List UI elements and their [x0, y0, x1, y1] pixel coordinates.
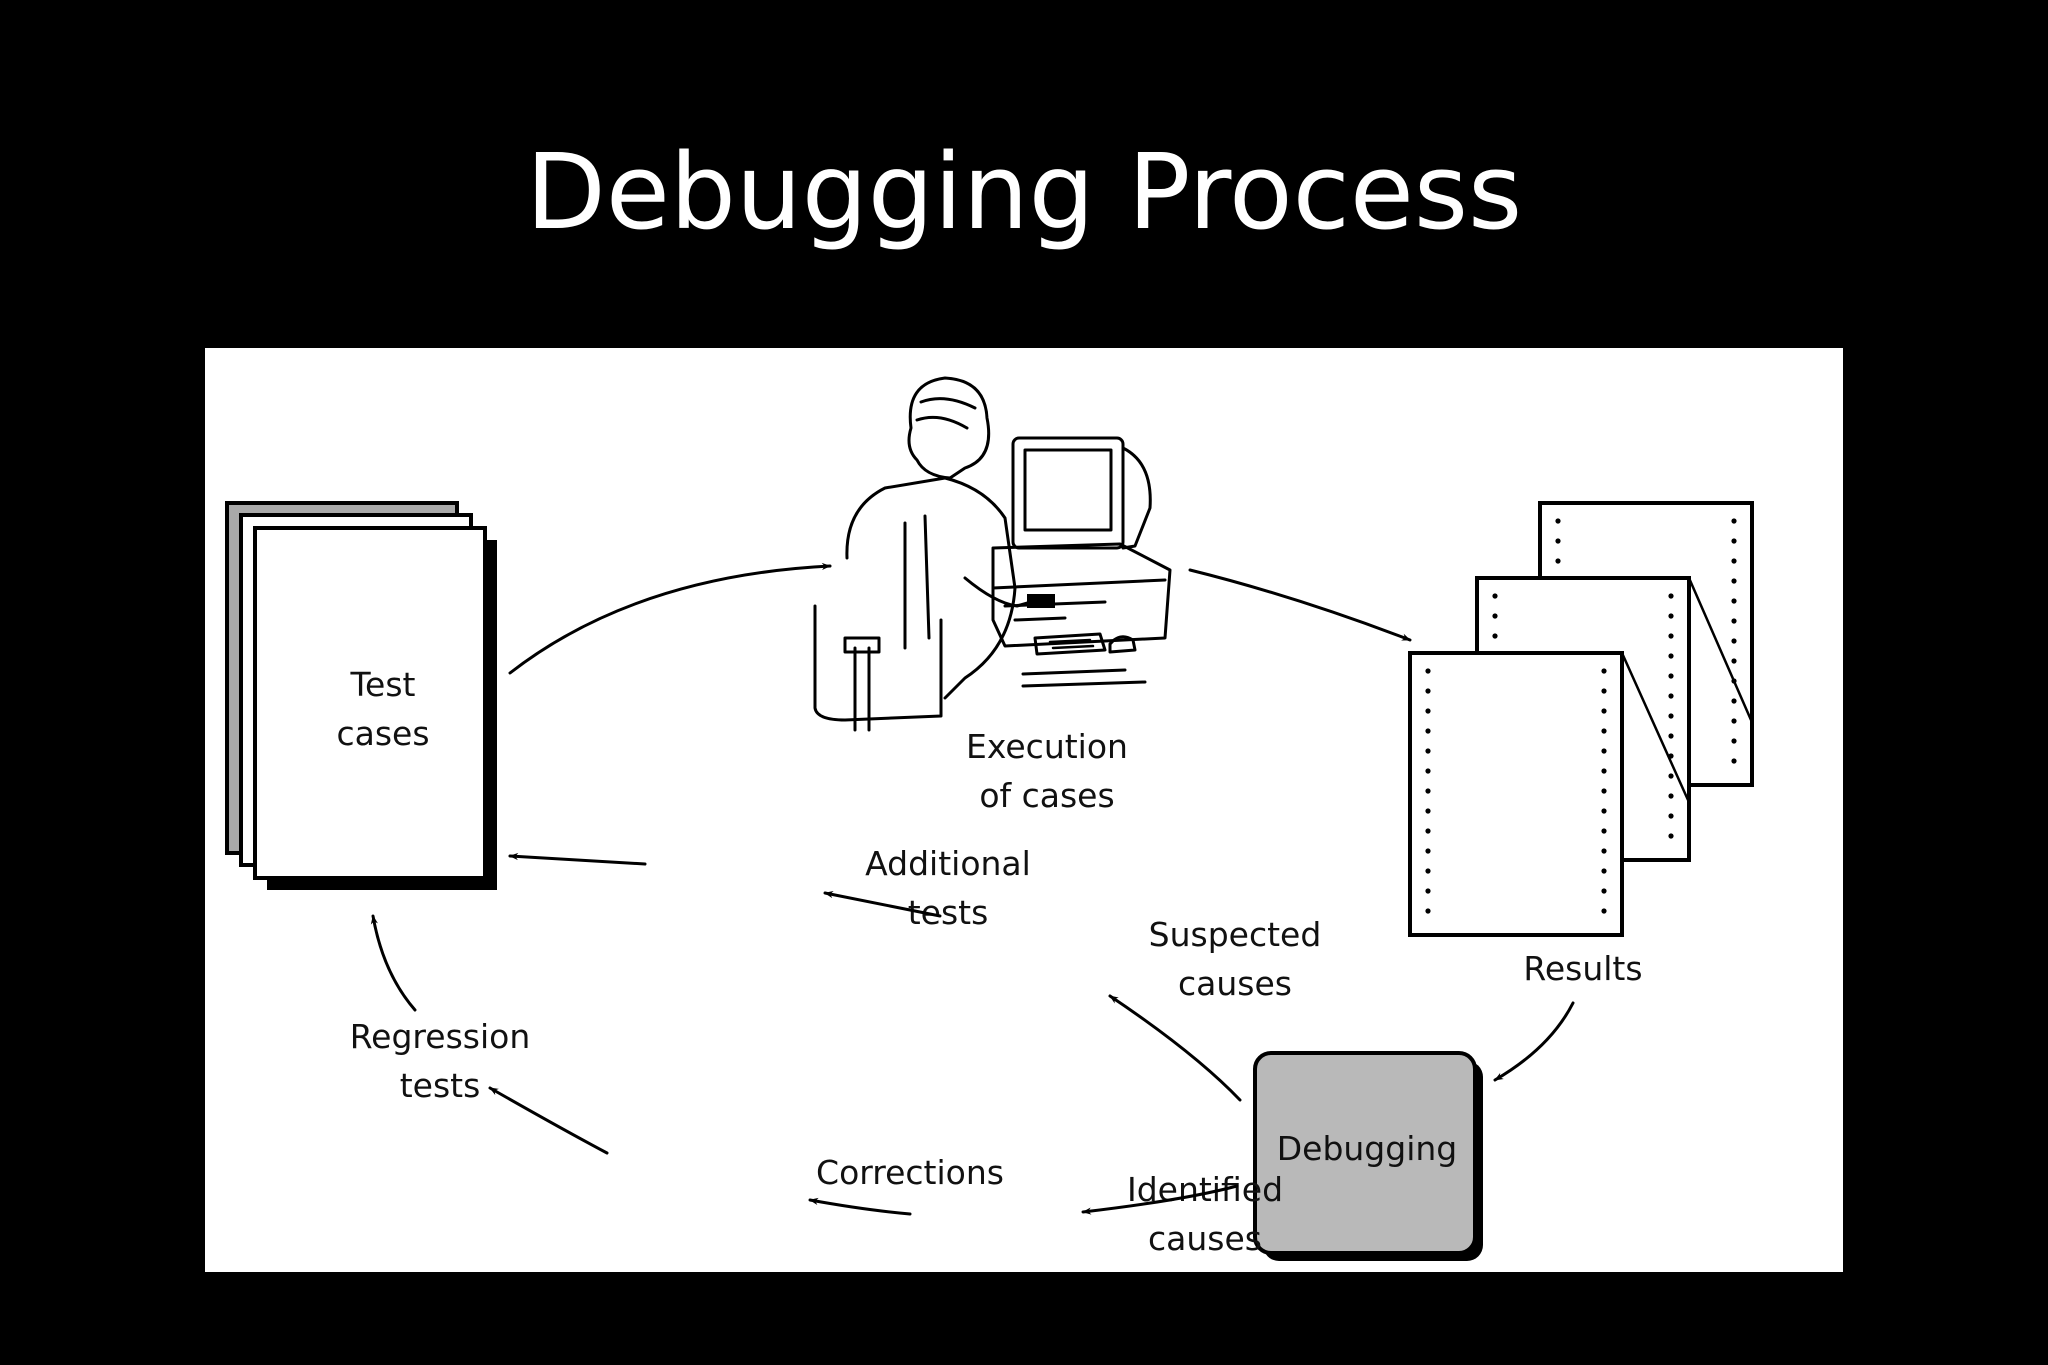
feed-hole — [1425, 788, 1431, 794]
feed-hole — [1668, 753, 1674, 759]
slide-title: Debugging Process — [525, 131, 1523, 253]
feed-hole — [1601, 828, 1607, 834]
arrow-identified-causes-to-corrections — [808, 1197, 912, 1216]
feed-hole — [1425, 808, 1431, 814]
feed-hole — [1601, 808, 1607, 814]
feed-hole — [1668, 693, 1674, 699]
feed-hole — [1555, 538, 1561, 544]
feed-hole — [1668, 833, 1674, 839]
feed-hole — [1601, 788, 1607, 794]
feed-hole — [1425, 888, 1431, 894]
feed-hole — [1425, 688, 1431, 694]
regression-tests-label-line1: Regression — [350, 1017, 531, 1056]
feed-hole — [1601, 848, 1607, 854]
arrow-additional-tests-to-test-cases — [508, 852, 647, 866]
arrow-debugging-to-suspected-causes — [1108, 994, 1242, 1102]
feed-hole — [1601, 888, 1607, 894]
feed-hole — [1492, 633, 1498, 639]
arrow-test-cases-to-execution — [508, 562, 832, 675]
feed-hole — [1731, 658, 1737, 664]
identified-causes-label-line2: causes — [1148, 1219, 1262, 1258]
feed-hole — [1668, 653, 1674, 659]
feed-hole — [1425, 908, 1431, 914]
execution-label-line2: of cases — [979, 776, 1114, 815]
feed-hole — [1731, 618, 1737, 624]
feed-hole — [1601, 908, 1607, 914]
feed-hole — [1425, 868, 1431, 874]
feed-hole — [1731, 678, 1737, 684]
feed-hole — [1731, 558, 1737, 564]
feed-hole — [1731, 578, 1737, 584]
test-cases-label-line2: cases — [336, 714, 429, 753]
feed-hole — [1668, 593, 1674, 599]
printout-feed-holes — [1425, 518, 1737, 914]
feed-hole — [1555, 558, 1561, 564]
feed-hole — [1425, 728, 1431, 734]
debugging-process-diagram: Test cases — [205, 348, 1843, 1272]
feed-hole — [1601, 868, 1607, 874]
debugging-box — [1253, 1051, 1483, 1261]
regression-tests-label-line2: tests — [400, 1066, 481, 1105]
feed-hole — [1555, 518, 1561, 524]
feed-hole — [1731, 518, 1737, 524]
additional-tests-label-line1: Additional — [865, 844, 1031, 883]
person-at-computer-icon — [813, 376, 1172, 732]
feed-hole — [1668, 673, 1674, 679]
test-cases-label-line1: Test — [350, 665, 416, 704]
feed-hole — [1425, 668, 1431, 674]
feed-hole — [1731, 758, 1737, 764]
execution-label-line1: Execution — [966, 727, 1128, 766]
feed-hole — [1668, 733, 1674, 739]
results-label: Results — [1523, 949, 1642, 988]
debugging-label: Debugging — [1277, 1129, 1458, 1168]
results-printout-icon — [1408, 501, 1754, 937]
arrow-suspected-causes-to-additional-tests — [823, 891, 942, 918]
arrow-regression-tests-to-test-cases — [370, 914, 417, 1012]
feed-hole — [1425, 748, 1431, 754]
feed-hole — [1668, 773, 1674, 779]
feed-hole — [1492, 613, 1498, 619]
suspected-causes-label-line2: causes — [1178, 964, 1292, 1003]
feed-hole — [1668, 633, 1674, 639]
test-cases-stack-icon — [225, 501, 497, 890]
arrow-corrections-to-regression-tests — [488, 1086, 609, 1155]
feed-hole — [1668, 713, 1674, 719]
feed-hole — [1601, 728, 1607, 734]
corrections-label: Corrections — [816, 1153, 1004, 1192]
arrow-debugging-to-identified-causes — [1081, 1184, 1239, 1215]
diagram-canvas: Test cases — [225, 376, 1754, 1261]
feed-hole — [1425, 708, 1431, 714]
feed-hole — [1731, 538, 1737, 544]
feed-hole — [1731, 698, 1737, 704]
feed-hole — [1425, 828, 1431, 834]
feed-hole — [1601, 748, 1607, 754]
feed-hole — [1731, 718, 1737, 724]
feed-hole — [1425, 768, 1431, 774]
arrow-execution-to-results — [1188, 568, 1412, 642]
feed-hole — [1492, 593, 1498, 599]
arrow-results-to-debugging — [1493, 1001, 1575, 1082]
feed-hole — [1601, 708, 1607, 714]
feed-hole — [1668, 813, 1674, 819]
feed-hole — [1601, 668, 1607, 674]
feed-hole — [1668, 613, 1674, 619]
feed-hole — [1668, 793, 1674, 799]
feed-hole — [1601, 768, 1607, 774]
feed-hole — [1601, 688, 1607, 694]
feed-hole — [1731, 738, 1737, 744]
feed-hole — [1731, 638, 1737, 644]
feed-hole — [1425, 848, 1431, 854]
suspected-causes-label-line1: Suspected — [1149, 915, 1322, 954]
feed-hole — [1731, 598, 1737, 604]
